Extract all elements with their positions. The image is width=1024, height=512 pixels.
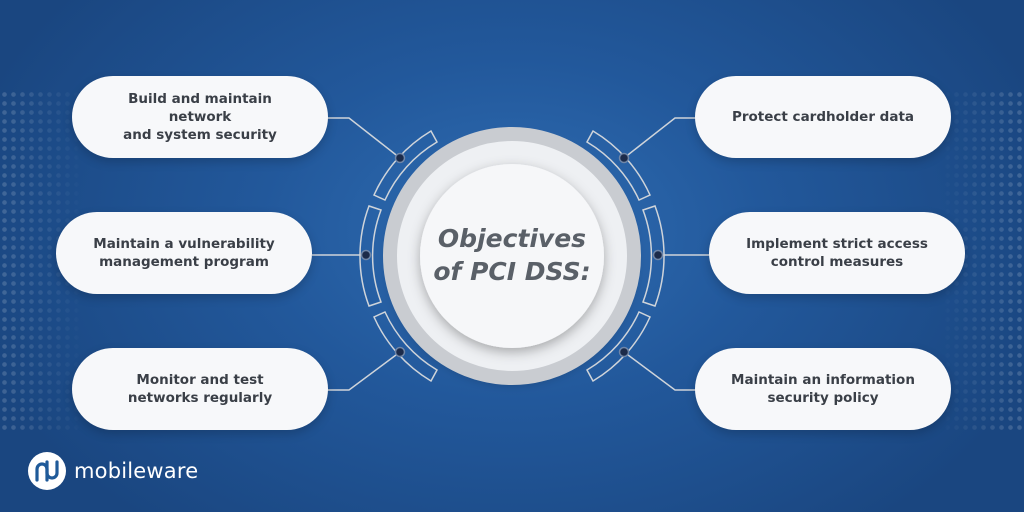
objective-label: Implement strict access control measures [746,236,928,270]
center-title: Objectives of PCI DSS: [433,224,591,286]
connector-lines [312,117,711,391]
objective-pill-monitor-test-networks: Monitor and test networks regularly [72,348,328,430]
objective-label: Build and maintain network and system se… [123,91,277,143]
objective-pill-vulnerability-management: Maintain a vulnerability management prog… [56,212,312,294]
center-ring-band [383,127,641,385]
connector-nodes [360,152,664,358]
mobileware-logo-icon [28,452,66,490]
objective-pill-access-control: Implement strict access control measures [709,212,965,294]
arc-brackets [359,129,665,383]
objective-pill-build-network-security: Build and maintain network and system se… [72,76,328,158]
objective-label: Maintain an information security policy [731,372,915,406]
center-disc [420,164,604,348]
objective-label: Maintain a vulnerability management prog… [93,236,275,270]
brand-logo: mobileware [28,452,198,490]
objective-label: Monitor and test networks regularly [127,372,273,406]
objective-label: Protect cardholder data [731,109,915,125]
objective-pill-security-policy: Maintain an information security policy [695,348,951,430]
brand-name: mobileware [74,459,199,483]
objective-pill-protect-cardholder-data: Protect cardholder data [695,76,951,158]
